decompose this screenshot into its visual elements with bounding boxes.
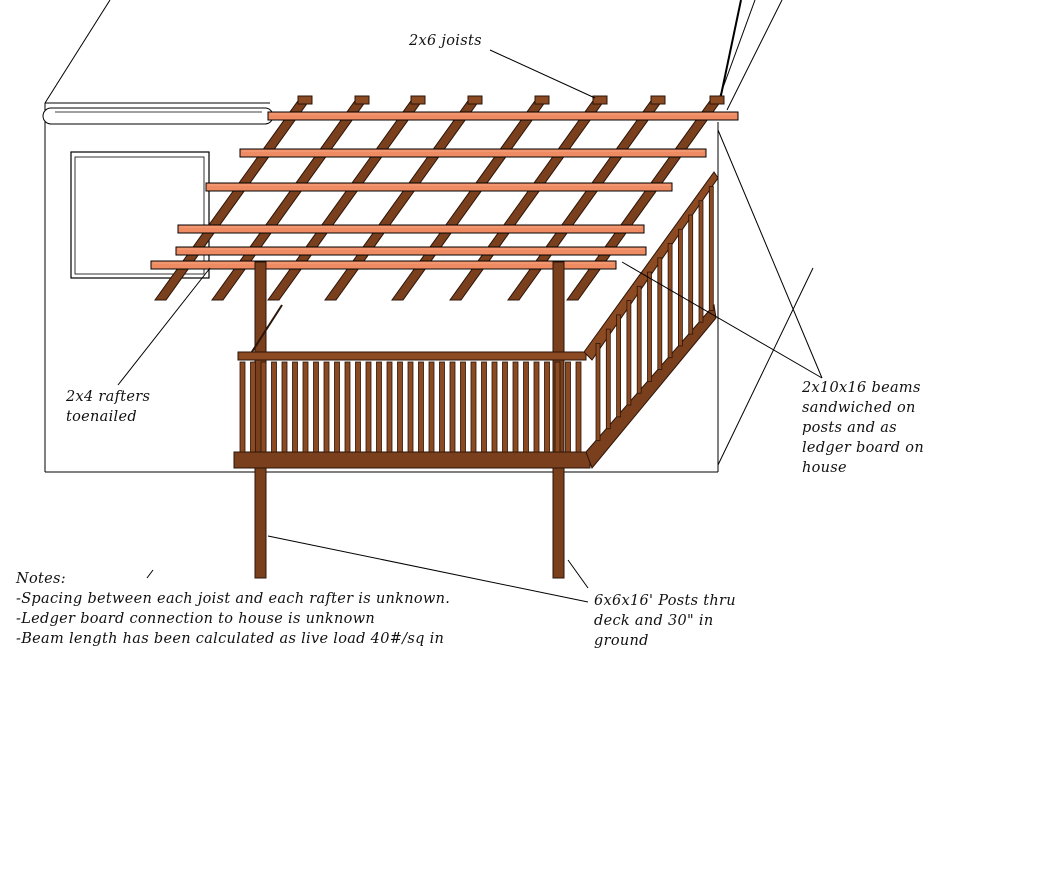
baluster bbox=[292, 361, 298, 453]
baluster bbox=[554, 361, 561, 453]
baluster bbox=[281, 361, 288, 453]
joist-end bbox=[354, 95, 370, 105]
joist-end bbox=[467, 95, 483, 105]
note-line: -Ledger board connection to house is unk… bbox=[16, 611, 376, 627]
baluster-side bbox=[657, 257, 663, 370]
posts-label: 6x6x16' Posts thru deck and 30" in groun… bbox=[594, 593, 736, 649]
baluster-side bbox=[605, 328, 611, 430]
beam bbox=[175, 246, 647, 256]
baluster-side bbox=[636, 285, 642, 394]
baluster-side bbox=[647, 271, 652, 382]
deck-railing-side bbox=[583, 171, 719, 469]
baluster bbox=[533, 361, 540, 453]
joist-end bbox=[534, 95, 550, 105]
rafters-label: 2x4 rafters toenailed bbox=[66, 389, 151, 425]
note-line: -Spacing between each joist and each raf… bbox=[16, 591, 451, 607]
baluster bbox=[491, 361, 498, 453]
joist-caps bbox=[297, 95, 725, 105]
joist-end bbox=[410, 95, 426, 105]
baluster-side bbox=[667, 243, 673, 359]
note-line: -Beam length has been calculated as live… bbox=[16, 631, 445, 647]
joist-end bbox=[592, 95, 608, 105]
baluster-side bbox=[688, 214, 694, 335]
deck-railing-front bbox=[233, 351, 591, 469]
baluster bbox=[271, 361, 277, 453]
baluster bbox=[250, 361, 256, 453]
baluster bbox=[449, 361, 456, 453]
baluster bbox=[313, 361, 319, 453]
joist-end bbox=[709, 95, 725, 105]
baluster-side bbox=[626, 300, 632, 406]
baluster bbox=[512, 361, 519, 453]
leader-lines bbox=[117, 49, 823, 603]
baluster bbox=[439, 361, 445, 453]
notes-title: Notes: bbox=[16, 571, 66, 587]
baluster bbox=[344, 361, 351, 453]
beam bbox=[177, 224, 645, 234]
notes-block: Notes: -Spacing between each joist and e… bbox=[16, 569, 450, 649]
baluster bbox=[544, 361, 550, 453]
joist-end bbox=[650, 95, 666, 105]
rafters bbox=[154, 97, 724, 301]
baluster bbox=[355, 361, 361, 453]
beams bbox=[150, 111, 739, 270]
baluster bbox=[418, 361, 424, 453]
beam bbox=[267, 111, 739, 121]
baluster bbox=[428, 361, 435, 453]
baluster bbox=[397, 361, 403, 453]
baluster bbox=[302, 361, 309, 453]
joist-end bbox=[297, 95, 313, 105]
beam bbox=[239, 148, 707, 158]
house bbox=[42, 0, 783, 473]
baluster-side bbox=[708, 186, 714, 311]
baluster bbox=[502, 361, 508, 453]
baluster-side bbox=[698, 200, 704, 323]
baluster bbox=[481, 361, 487, 453]
baluster bbox=[460, 361, 466, 453]
baluster bbox=[386, 361, 393, 453]
baluster-side bbox=[616, 314, 621, 418]
baluster bbox=[239, 361, 246, 453]
beams-label: 2x10x16 beams sandwiched on posts and as… bbox=[802, 380, 924, 476]
baluster bbox=[523, 361, 529, 453]
baluster-side bbox=[595, 342, 601, 441]
baluster bbox=[470, 361, 477, 453]
beam bbox=[150, 260, 617, 270]
house-gutter bbox=[42, 107, 274, 125]
beam bbox=[205, 182, 673, 192]
baluster bbox=[260, 361, 267, 453]
baluster bbox=[323, 361, 330, 453]
baluster bbox=[365, 361, 372, 453]
baluster bbox=[334, 361, 340, 453]
baluster bbox=[376, 361, 382, 453]
baluster bbox=[565, 361, 571, 453]
joists-label: 2x6 joists bbox=[409, 33, 482, 49]
baluster bbox=[407, 361, 414, 453]
baluster-side bbox=[678, 228, 683, 347]
baluster bbox=[575, 361, 582, 453]
